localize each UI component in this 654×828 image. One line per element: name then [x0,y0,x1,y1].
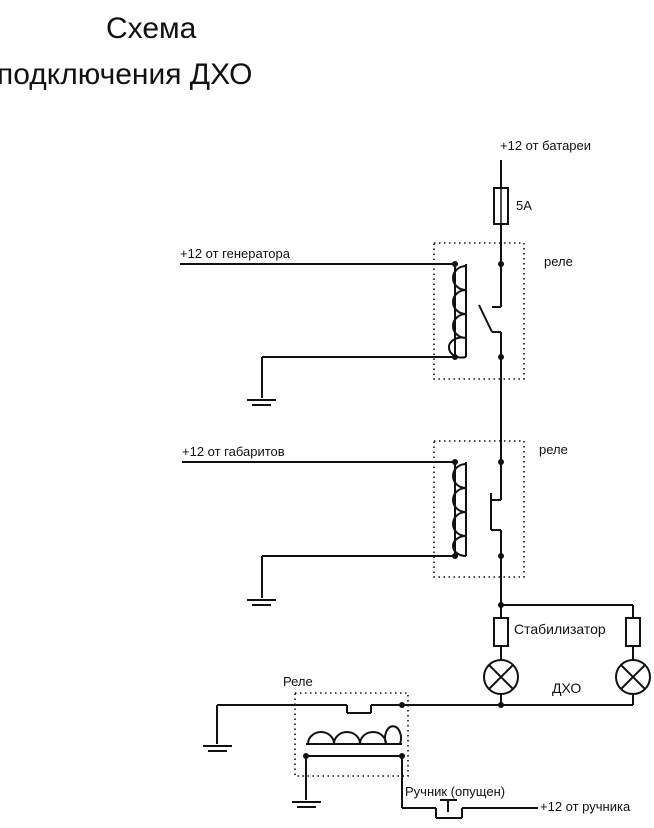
relay-3: Реле [203,674,631,819]
ground-icon [292,801,321,808]
handbrake-label: +12 от ручника [540,799,631,814]
ground-icon [203,745,232,752]
drl-circuit: Стабилизатор ДХО [402,556,651,708]
relay-2-housing [433,440,525,578]
relay-1-housing [433,242,525,380]
title-line-2: подключения ДХО [0,58,253,91]
handbrake-switch-icon [435,799,463,819]
relay-2-label: реле [539,442,568,457]
fuse: 5А [493,187,532,225]
battery-label: +12 от батареи [500,138,591,153]
stabilizer-right [625,617,641,647]
generator-label: +12 от генератора [180,246,291,261]
parking-lights-label: +12 от габаритов [182,444,285,459]
relay-1-label: реле [544,254,573,269]
relay-2: реле +12 от габаритов [182,357,568,606]
relay-1-contact [478,304,493,333]
relay-3-housing [294,692,409,777]
relay-3-coil [303,725,405,759]
battery-feed: +12 от батареи [500,138,591,188]
relay-3-label: Реле [283,674,313,689]
stabilizer-label: Стабилизатор [514,621,606,637]
stabilizer-left [493,617,509,647]
relay-1: реле +12 от генератора [180,224,573,406]
relay-2-coil [452,459,467,559]
handbrake-switch-label: Ручник (опущен) [405,784,505,799]
relay-1-coil [448,261,467,360]
title-line-1: Схема [106,12,197,45]
lamp-right-icon [615,659,651,695]
ground-icon [247,399,276,406]
drl-label: ДХО [552,680,581,696]
fuse-label: 5А [516,198,532,213]
ground-icon [247,599,276,606]
lamp-left-icon [483,659,519,695]
